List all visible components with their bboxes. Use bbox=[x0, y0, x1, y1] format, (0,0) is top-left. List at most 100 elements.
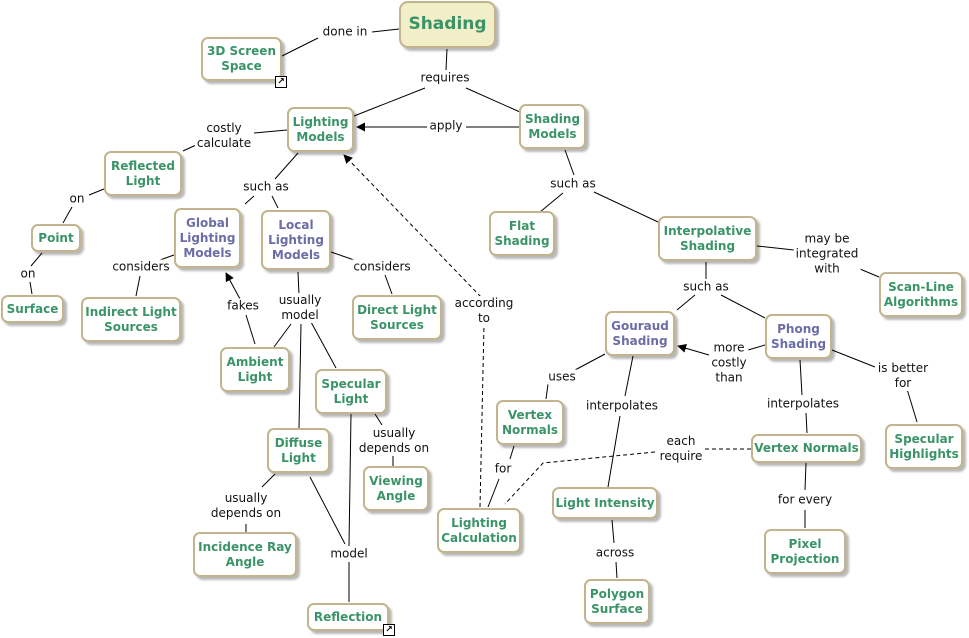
external-link-icon[interactable]: ↗ bbox=[383, 624, 395, 636]
node-reflected-light[interactable]: Reflected Light bbox=[104, 151, 182, 196]
line bbox=[273, 323, 292, 348]
link-label-such-as: such as bbox=[241, 179, 291, 195]
node-surface[interactable]: Surface bbox=[1, 295, 64, 323]
node-interpolative-shading[interactable]: Interpolative Shading bbox=[658, 216, 757, 261]
link-label-such-as: such as bbox=[681, 279, 731, 295]
node-local-lighting-models[interactable]: Local Lighting Models bbox=[261, 210, 331, 270]
node-light-intensity[interactable]: Light Intensity bbox=[552, 487, 658, 519]
line bbox=[297, 271, 300, 296]
link-label-interpolates: interpolates bbox=[584, 398, 660, 414]
line bbox=[253, 129, 288, 134]
link-label-uses: uses bbox=[546, 369, 578, 385]
link-label-costly-calculate: costly calculate bbox=[194, 121, 254, 151]
line bbox=[159, 254, 175, 261]
line bbox=[545, 383, 549, 400]
link-label-for-every: for every bbox=[775, 492, 835, 508]
line bbox=[271, 195, 279, 209]
link-label-considers: considers bbox=[110, 259, 172, 275]
node-ambient-light[interactable]: Ambient Light bbox=[220, 347, 290, 392]
node-gouraud-shading[interactable]: Gouraud Shading bbox=[605, 311, 675, 356]
line bbox=[831, 349, 876, 368]
link-label-each-require: each require bbox=[657, 434, 705, 464]
link-label-may-be-integrated-with: may be integrated with bbox=[793, 231, 861, 277]
line bbox=[859, 268, 880, 278]
node-pixel-projection[interactable]: Pixel Projection bbox=[764, 529, 846, 574]
node-polygon-surface[interactable]: Polygon Surface bbox=[584, 579, 650, 624]
link-label-on: on bbox=[67, 191, 87, 207]
link-label-considers: considers bbox=[351, 259, 413, 275]
line bbox=[281, 37, 319, 57]
link-label-fakes: fakes bbox=[225, 298, 261, 314]
node-scan-line-algorithms[interactable]: Scan-Line Algorithms bbox=[879, 272, 963, 317]
line bbox=[747, 344, 766, 351]
line bbox=[261, 473, 276, 488]
node-lighting-calculation[interactable]: Lighting Calculation bbox=[437, 508, 521, 553]
link-label-apply: apply bbox=[427, 118, 465, 134]
node-reflection[interactable]: Reflection bbox=[307, 603, 389, 631]
line bbox=[274, 152, 299, 180]
line bbox=[615, 561, 618, 579]
line bbox=[539, 192, 564, 213]
line bbox=[607, 415, 621, 488]
line bbox=[245, 314, 256, 345]
link-label-on: on bbox=[18, 266, 38, 282]
external-link-icon[interactable]: ↗ bbox=[275, 76, 287, 88]
line bbox=[805, 412, 808, 434]
link-label-model: model bbox=[328, 546, 370, 562]
link-label-is-better-for: is better for bbox=[875, 361, 931, 391]
line bbox=[445, 48, 448, 71]
node-specular-light[interactable]: Specular Light bbox=[315, 369, 387, 414]
line bbox=[756, 245, 795, 251]
node-viewing-angle[interactable]: Viewing Angle bbox=[363, 466, 429, 511]
arrow-line bbox=[225, 272, 241, 300]
line bbox=[182, 144, 197, 152]
link-label-such-as: such as bbox=[548, 176, 598, 192]
node-vertex-normals-left[interactable]: Vertex Normals bbox=[496, 400, 564, 445]
line bbox=[374, 413, 383, 426]
node-vertex-normals-right[interactable]: Vertex Normals bbox=[751, 434, 862, 463]
line bbox=[487, 478, 500, 508]
line bbox=[62, 206, 73, 224]
line bbox=[88, 188, 105, 196]
line bbox=[799, 359, 803, 396]
node-direct-light-sources[interactable]: Direct Light Sources bbox=[352, 295, 442, 340]
node-incidence-ray-angle[interactable]: Incidence Ray Angle bbox=[193, 532, 297, 577]
arrow-line bbox=[677, 343, 710, 356]
link-label-more-costly-than: more costly than bbox=[709, 340, 749, 386]
line bbox=[30, 252, 43, 267]
node-global-lighting-models[interactable]: Global Lighting Models bbox=[174, 208, 241, 268]
node-shading[interactable]: Shading bbox=[399, 1, 496, 48]
line bbox=[804, 462, 807, 491]
node-flat-shading[interactable]: Flat Shading bbox=[489, 211, 555, 256]
node-point[interactable]: Point bbox=[31, 224, 81, 252]
line bbox=[135, 275, 141, 297]
link-label-usually-model: usually model bbox=[276, 293, 324, 323]
node-lighting-models[interactable]: Lighting Models bbox=[287, 107, 354, 152]
node-shading-models[interactable]: Shading Models bbox=[519, 104, 586, 149]
line bbox=[309, 476, 346, 545]
node-3d-screen-space[interactable]: 3D Screen Space bbox=[201, 37, 282, 81]
line bbox=[298, 323, 302, 429]
line bbox=[465, 87, 521, 113]
line bbox=[564, 149, 575, 176]
line bbox=[384, 274, 393, 295]
link-label-requires: requires bbox=[418, 70, 472, 86]
line bbox=[624, 355, 634, 397]
link-label-for: for bbox=[492, 461, 514, 477]
node-indirect-light-sources[interactable]: Indirect Light Sources bbox=[81, 297, 181, 342]
line bbox=[310, 321, 337, 369]
line bbox=[509, 445, 515, 460]
dashed-line bbox=[479, 324, 485, 508]
line bbox=[593, 191, 659, 223]
node-specular-highlights[interactable]: Specular Highlights bbox=[885, 424, 963, 469]
line bbox=[906, 388, 918, 423]
line bbox=[29, 281, 33, 295]
link-label-done-in: done in bbox=[320, 24, 370, 40]
node-diffuse-light[interactable]: Diffuse Light bbox=[267, 428, 330, 473]
dashed-line bbox=[504, 451, 656, 505]
line bbox=[676, 294, 696, 311]
node-phong-shading[interactable]: Phong Shading bbox=[765, 314, 832, 359]
link-label-interpolates: interpolates bbox=[765, 396, 841, 412]
